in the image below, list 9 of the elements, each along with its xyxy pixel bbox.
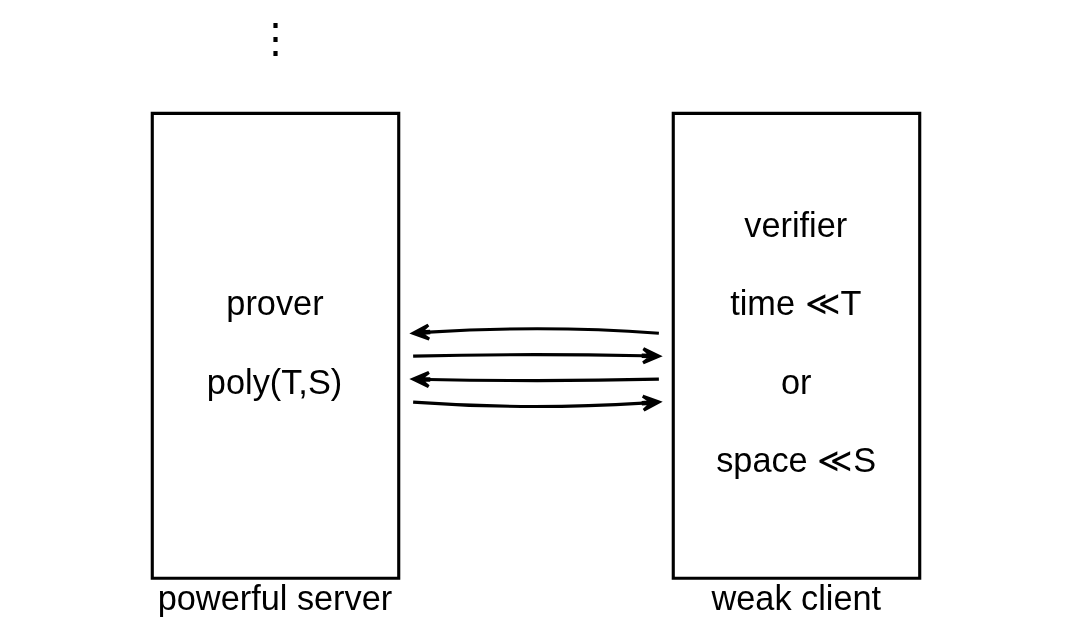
node-label: weak client <box>711 579 882 618</box>
arrow <box>413 347 661 365</box>
node-label: powerful server <box>157 579 393 618</box>
arrow <box>411 323 659 341</box>
label: ⋮ <box>255 16 297 62</box>
node-box: prover poly(T,S) <box>150 111 401 580</box>
arrow <box>411 370 659 389</box>
arrow <box>413 394 661 412</box>
node-box: verifier time ≪T or space ≪S <box>671 111 922 580</box>
